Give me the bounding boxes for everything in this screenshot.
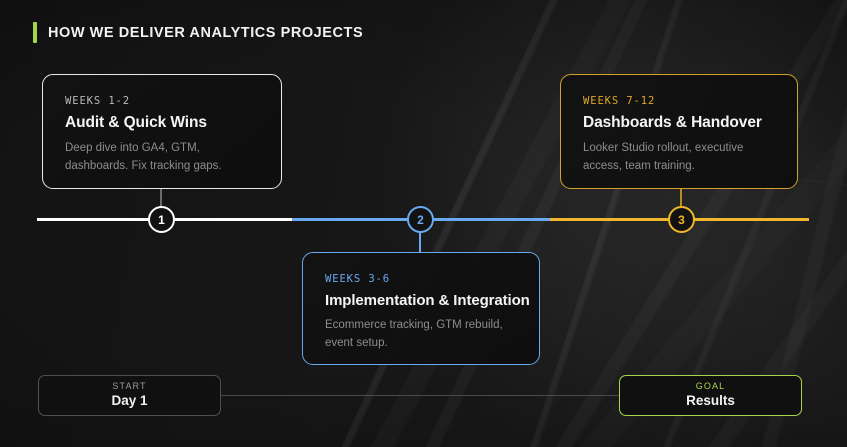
footer-connector-line <box>220 395 620 396</box>
goal-box[interactable]: GOAL Results <box>619 375 802 416</box>
title-accent-bar <box>33 22 37 43</box>
start-box-value: Day 1 <box>111 392 148 408</box>
connector-stem-2 <box>419 231 421 253</box>
milestone-card-3[interactable]: WEEKS 7-12 Dashboards & Handover Looker … <box>560 74 798 189</box>
timeline-marker-3-number: 3 <box>678 212 685 227</box>
milestone-card-2-description: Ecommerce tracking, GTM rebuild, event s… <box>325 319 503 349</box>
timeline-marker-3[interactable]: 3 <box>668 206 695 233</box>
start-box-label: START <box>112 380 147 391</box>
timeline-marker-2[interactable]: 2 <box>407 206 434 233</box>
milestone-card-2-eyebrow: WEEKS 3-6 <box>325 273 390 285</box>
milestone-card-1-eyebrow: WEEKS 1-2 <box>65 95 130 107</box>
goal-box-value: Results <box>686 392 735 408</box>
milestone-card-1-description: Deep dive into GA4, GTM, dashboards. Fix… <box>65 142 222 172</box>
milestone-card-2[interactable]: WEEKS 3-6 Implementation & Integration E… <box>302 252 540 365</box>
timeline-marker-1[interactable]: 1 <box>148 206 175 233</box>
milestone-card-2-title: Implementation & Integration <box>325 292 530 309</box>
milestone-card-3-title: Dashboards & Handover <box>583 114 762 131</box>
page-title: HOW WE DELIVER ANALYTICS PROJECTS <box>48 24 364 41</box>
milestone-card-3-description: Looker Studio rollout, executive access,… <box>583 142 744 172</box>
milestone-card-3-eyebrow: WEEKS 7-12 <box>583 95 656 107</box>
milestone-card-1-title: Audit & Quick Wins <box>65 114 207 131</box>
header: HOW WE DELIVER ANALYTICS PROJECTS <box>33 22 363 43</box>
timeline-marker-2-number: 2 <box>417 212 424 227</box>
start-box[interactable]: START Day 1 <box>38 375 221 416</box>
goal-box-label: GOAL <box>695 380 726 391</box>
milestone-card-1[interactable]: WEEKS 1-2 Audit & Quick Wins Deep dive i… <box>42 74 282 189</box>
timeline-marker-1-number: 1 <box>158 212 165 227</box>
